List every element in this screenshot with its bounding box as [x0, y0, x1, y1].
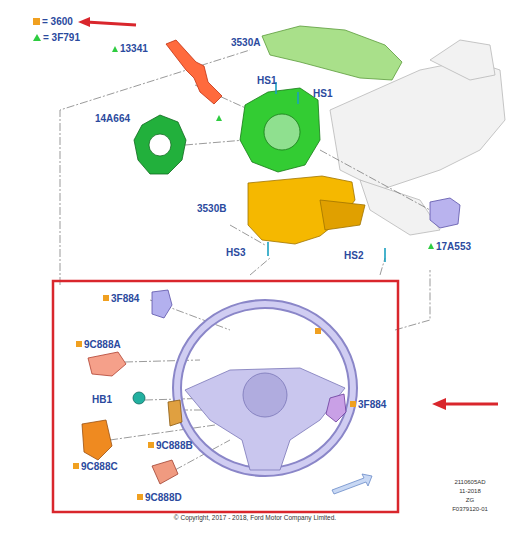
- legend-swatch: [33, 18, 40, 25]
- callout-number: © Copyright, 2017 - 2018, Ford Motor Com…: [174, 512, 336, 523]
- legend-text: = 3600: [42, 16, 73, 27]
- callout-number: HB1: [92, 394, 112, 405]
- callout-number: 9C888A: [84, 339, 121, 350]
- callout-number: 9C888C: [81, 461, 118, 472]
- legend-text: = 3F791: [43, 32, 80, 43]
- callout-number: HS2: [344, 250, 363, 261]
- callout-number: 14A664: [95, 113, 130, 124]
- callout-number: ZG: [466, 497, 474, 504]
- callout-number: 9C888B: [156, 440, 193, 451]
- legend-row: = 3F791: [33, 32, 80, 43]
- callout-number: 11-2018: [459, 488, 481, 495]
- legend-row: = 3600: [33, 16, 73, 27]
- callout-number: 9C888D: [145, 492, 182, 503]
- callout-number: 2110605AD: [454, 479, 485, 486]
- callout-number: 3F884: [358, 399, 386, 410]
- callout-number: 3F884: [111, 293, 139, 304]
- callout-number: 13341: [120, 43, 148, 54]
- legend-triangle: [33, 34, 41, 41]
- callout-number: HS1: [257, 75, 276, 86]
- callout-number: F0379120-01: [452, 506, 488, 513]
- callout-number: 3530B: [197, 203, 226, 214]
- callout-number: HS1: [313, 88, 332, 99]
- callout-number: 17A553: [436, 241, 471, 252]
- callout-number: 3530A: [231, 37, 260, 48]
- callout-number: HS3: [226, 247, 245, 258]
